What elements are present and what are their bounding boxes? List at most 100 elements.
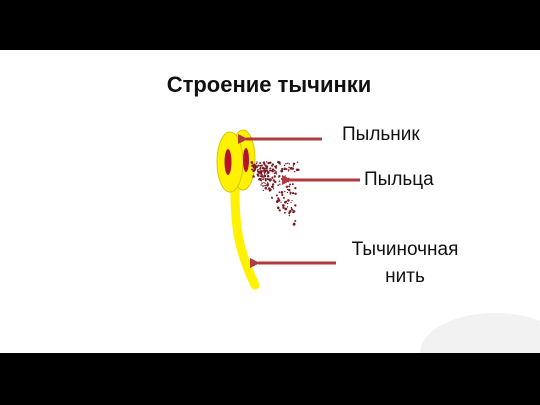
pollen-grain: [284, 175, 286, 177]
pollen-grain: [263, 182, 265, 184]
pollen-grain: [282, 204, 285, 207]
pollen-grain: [270, 178, 272, 181]
pollen-grain: [264, 164, 267, 167]
pollen-grain: [271, 185, 274, 189]
pollen-grain: [288, 169, 290, 171]
pollen-grain: [290, 201, 292, 204]
pollen-grain: [265, 167, 268, 170]
pollen-grain: [259, 175, 262, 178]
pollen-grain: [286, 162, 289, 164]
pollen-grain: [287, 199, 290, 202]
pollen-grain: [292, 210, 296, 213]
pollen-grain: [265, 161, 268, 163]
pollen-grain: [284, 190, 286, 193]
pollen-grain: [282, 196, 285, 199]
pollen-grain: [262, 178, 264, 181]
pollen-grain: [260, 178, 263, 180]
pollen-grain: [271, 197, 273, 200]
pollen-grain: [279, 183, 281, 185]
pollen-grain: [285, 168, 288, 171]
pollen-grain: [281, 180, 284, 183]
pollen-grain: [266, 183, 269, 186]
pollen-grain: [286, 188, 289, 191]
pollen-grain: [276, 194, 278, 197]
pollen-grain: [254, 167, 256, 169]
pollen-grain: [265, 169, 269, 172]
pollen-grain: [294, 219, 297, 222]
pollen-grain: [275, 165, 278, 167]
pollen-grain: [296, 161, 299, 163]
pollen-grain: [258, 178, 260, 181]
slide-title: Строение тычинки: [0, 72, 540, 98]
pollen-grain: [259, 162, 262, 164]
pollen-grain: [268, 187, 271, 190]
slide: Строение тычинки Пыльник Пыльца Тычиночн…: [0, 50, 540, 353]
pollen-grain: [280, 201, 282, 204]
pollen-grain: [288, 163, 290, 165]
pollen-grain: [257, 173, 260, 176]
label-filament: Тычиночная нить: [351, 239, 459, 287]
pollen-grain: [267, 189, 269, 191]
pollen-grain: [290, 209, 292, 212]
stamen-diagram: [216, 129, 360, 290]
pollen-grain: [272, 179, 275, 182]
pollen-grain: [261, 173, 263, 176]
pollen-grain: [264, 169, 267, 172]
pollen-grain: [292, 223, 296, 226]
pollen-grain: [278, 191, 281, 194]
pollen-grain: [280, 178, 283, 180]
pollen-grain: [289, 193, 291, 195]
pollen-grain: [266, 171, 270, 174]
pollen-grain: [271, 163, 275, 166]
pollen-grain: [264, 186, 268, 190]
pollen-grain: [271, 168, 275, 171]
pollen-grain: [283, 167, 286, 171]
pollen-grain: [278, 209, 281, 212]
label-anther: Пыльник: [342, 124, 420, 145]
pollen-grain: [252, 164, 255, 167]
pollen-grain: [261, 182, 263, 184]
pollen-grain: [284, 207, 288, 211]
pollen-grain: [278, 180, 281, 182]
pollen-grain: [272, 188, 275, 190]
pollen-grain: [263, 161, 265, 164]
pollen-grain: [264, 179, 267, 182]
pollen-grain: [259, 171, 263, 175]
pollen-grain: [273, 169, 276, 172]
pollen-grain: [286, 206, 289, 208]
pollen-grain: [260, 164, 263, 167]
pollen-grain: [285, 163, 287, 165]
pollen-grain: [253, 163, 255, 166]
pollen-grain: [289, 191, 292, 194]
pollen-grain: [282, 206, 285, 209]
pollen-grain: [266, 174, 270, 178]
pollen-cloud: [250, 160, 300, 226]
pollen-grain: [276, 206, 280, 210]
pollen-grain: [264, 182, 266, 184]
pollen-grain: [275, 171, 277, 173]
pollen-grain: [286, 202, 289, 205]
pollen-grain: [285, 185, 289, 188]
pollen-grain: [261, 166, 265, 170]
pollen-grain: [255, 166, 258, 169]
pollen-grain: [260, 184, 262, 186]
pollen-grain: [288, 214, 291, 217]
pollen-grain: [258, 165, 260, 167]
pollen-grain: [280, 191, 284, 194]
pollen-grain: [283, 211, 286, 214]
pollen-grain: [279, 163, 281, 166]
pollen-grain: [260, 179, 263, 182]
pollen-grain: [286, 191, 289, 194]
pollen-grain: [259, 167, 262, 170]
pollen-grain: [277, 197, 280, 200]
pollen-grain: [288, 166, 290, 169]
pollen-grain: [275, 166, 278, 169]
pollen-grain: [291, 183, 294, 186]
filament: [230, 185, 260, 290]
pollen-grain: [288, 211, 291, 215]
pollen-grain: [288, 185, 291, 188]
pollen-grain: [273, 175, 276, 178]
pollen-grain: [278, 176, 280, 178]
pollen-grain: [285, 200, 288, 202]
pollen-grain: [297, 168, 300, 171]
